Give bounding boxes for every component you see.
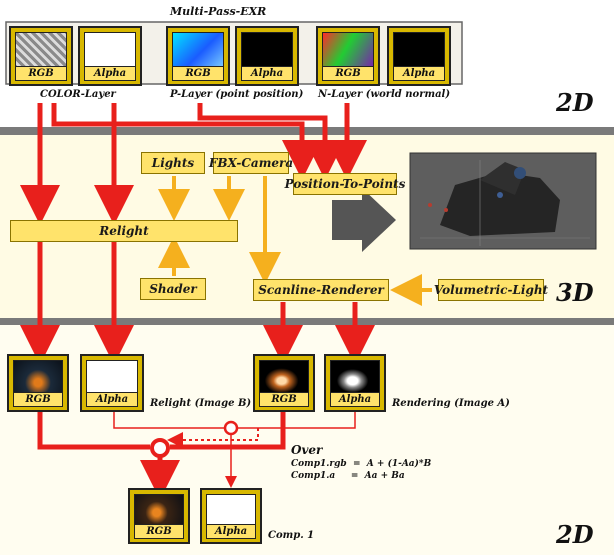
- thumb-relight-alpha: Alpha: [80, 354, 144, 412]
- line-a-alpha-to-over: [238, 408, 356, 429]
- node-scanline-renderer[interactable]: Scanline-Renderer: [253, 279, 389, 301]
- thumb-render-rgb: RGB: [253, 354, 315, 412]
- line-a-rgb-to-over: [170, 408, 286, 450]
- arrow-color-to-ptp: [51, 103, 322, 180]
- big-arrow-to-viewport: [332, 188, 396, 252]
- layer-normal-label: N-Layer (world normal): [318, 89, 451, 100]
- thumb-position-alpha: Alpha: [235, 26, 299, 86]
- thumb-image: [241, 32, 293, 70]
- thumb-normal-alpha: Alpha: [387, 26, 451, 86]
- arrow-alpha-dashed: [167, 428, 259, 448]
- thumb-caption: RGB: [134, 524, 184, 539]
- thumb-image: [206, 494, 256, 528]
- node-volumetric-light[interactable]: Volumetric-Light: [434, 279, 548, 301]
- thumb-render-alpha: Alpha: [324, 354, 386, 412]
- node-relight[interactable]: Relight: [10, 220, 238, 242]
- layer-color-label: COLOR-Layer: [40, 89, 116, 100]
- over-title: Over: [291, 443, 323, 457]
- thumb-caption: Alpha: [393, 66, 445, 81]
- layer-position-label: P-Layer (point position): [170, 89, 304, 100]
- line-b-rgb-to-over: [37, 408, 150, 450]
- section-top-label: 2D: [556, 88, 594, 117]
- thumb-caption: Alpha: [84, 66, 136, 81]
- thumb-image: [134, 494, 184, 528]
- line-b-alpha-to-over: [113, 408, 224, 429]
- thumb-caption: Alpha: [241, 66, 293, 81]
- thumb-caption: RGB: [172, 66, 224, 81]
- pointcloud-render: [420, 160, 590, 246]
- node-position-to-points[interactable]: Position-To-Points: [285, 173, 405, 195]
- thumb-image: [172, 32, 224, 70]
- arrow-p-to-ptp: [197, 103, 345, 180]
- node-shader[interactable]: Shader: [140, 278, 206, 300]
- thumb-normal-rgb: RGB: [316, 26, 380, 86]
- thumb-caption: RGB: [13, 392, 63, 407]
- section-bottom-label: 2D: [556, 520, 594, 549]
- over-rgb-node: [150, 438, 170, 458]
- relight-image-label: Relight (Image B): [150, 398, 252, 409]
- divider-top: [0, 127, 614, 135]
- exr-title: Multi-Pass-EXR: [170, 5, 267, 18]
- thumb-comp-alpha: Alpha: [200, 488, 262, 544]
- thumb-caption: RGB: [15, 66, 67, 81]
- over-formula-alpha: Comp1.a = Aa + Ba: [291, 471, 405, 481]
- thumb-caption: RGB: [259, 392, 309, 407]
- node-lights[interactable]: Lights: [141, 152, 205, 174]
- comp-label: Comp. 1: [268, 530, 315, 541]
- node-fbx-camera[interactable]: FBX-Camera: [209, 152, 293, 174]
- thumb-caption: Alpha: [86, 392, 138, 407]
- thumb-caption: Alpha: [330, 392, 380, 407]
- thumb-relight-rgb: RGB: [7, 354, 69, 412]
- thumb-caption: RGB: [322, 66, 374, 81]
- thumb-caption: Alpha: [206, 524, 256, 539]
- thumb-color-rgb: RGB: [9, 26, 73, 86]
- over-alpha-node: [223, 420, 239, 436]
- over-formula-rgb: Comp1.rgb = A + (1-Aa)*B: [291, 459, 432, 469]
- thumb-image: [322, 32, 374, 70]
- thumb-image: [15, 32, 67, 70]
- thumb-image: [259, 360, 309, 398]
- thumb-image: [84, 32, 136, 70]
- thumb-image: [393, 32, 445, 70]
- thumb-position-rgb: RGB: [166, 26, 230, 86]
- rendering-image-label: Rendering (Image A): [392, 398, 510, 409]
- thumb-image: [86, 360, 138, 398]
- divider-bottom: [0, 318, 614, 325]
- thumb-comp-rgb: RGB: [128, 488, 190, 544]
- thumb-color-alpha: Alpha: [78, 26, 142, 86]
- section-middle-label: 3D: [556, 278, 594, 307]
